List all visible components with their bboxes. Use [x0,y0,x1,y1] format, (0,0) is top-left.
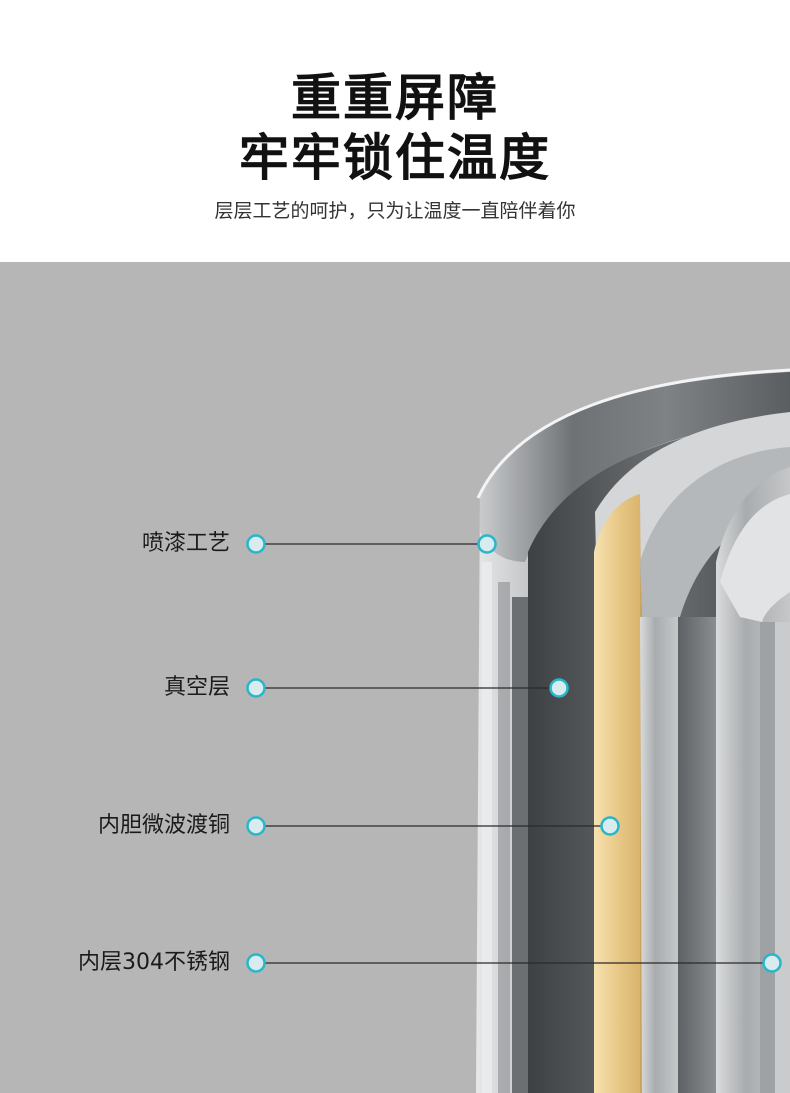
callout-label-steel: 内层304不锈钢 [78,950,230,975]
callout-label-paint: 喷漆工艺 [141,531,230,556]
bottle-wall-cross-section-illustration [246,368,790,1093]
marker-dot-vacuum [246,678,266,698]
callout-lines [264,543,763,964]
callout-label-copper: 内胆微波渡铜 [97,813,230,838]
marker-dot-copper-target [600,816,620,836]
page-title-line-1: 重重屏障 [291,69,499,127]
marker-dot-copper [246,816,266,836]
cross-section-panel: 喷漆工艺 真空层 内胆微波渡铜 内层304不锈钢 [0,262,790,1093]
callout-label-vacuum: 真空层 [163,675,230,700]
marker-dot-steel [246,953,266,973]
marker-dot-paint-target [477,534,497,554]
header-section: 重重屏障 牢牢锁住温度 层层工艺的呵护，只为让温度一直陪伴着你 [0,0,790,262]
marker-dot-paint [246,534,266,554]
page-subtitle: 层层工艺的呵护，只为让温度一直陪伴着你 [214,200,576,222]
page-title-line-2: 牢牢锁住温度 [239,129,551,187]
marker-dot-vacuum-target [549,678,569,698]
callout-markers [246,534,782,973]
marker-dot-steel-target [762,953,782,973]
